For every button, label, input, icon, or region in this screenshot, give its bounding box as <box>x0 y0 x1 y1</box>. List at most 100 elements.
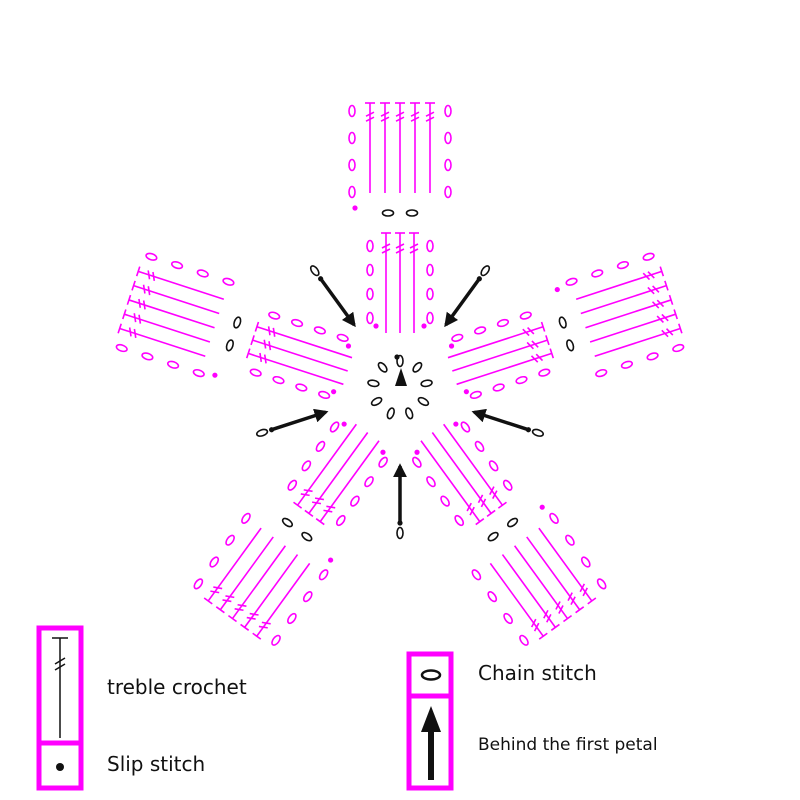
outer-petal-chain <box>595 368 608 378</box>
treble-stitch <box>420 440 481 523</box>
inner-petal-chain <box>440 495 450 507</box>
treble-hash <box>300 493 310 497</box>
treble-top-bar <box>203 597 213 605</box>
center-ring <box>367 354 433 420</box>
treble-top-bar <box>315 518 325 526</box>
treble-hash <box>142 284 146 294</box>
treble-stitch <box>526 536 581 611</box>
inner-petal-chain <box>426 239 434 253</box>
inner-petal-chain <box>287 479 298 491</box>
treble-hash <box>210 590 220 594</box>
outer-petal-slip-stitch <box>554 286 560 293</box>
outer-petal-slip-stitch <box>352 205 358 211</box>
treble-top-bar <box>545 335 550 346</box>
inner-petal-chain <box>318 390 331 400</box>
treble-hash <box>582 587 588 597</box>
behind-petal-arrow <box>471 408 529 432</box>
treble-hash <box>530 355 539 363</box>
inner-petal-chain <box>315 440 326 453</box>
treble-hash <box>530 618 537 628</box>
outer-petal-chain <box>302 591 313 603</box>
outer-petal-chain <box>549 512 559 524</box>
inner-petal-slip-stitch <box>331 389 337 395</box>
inner-petal-chain <box>474 326 487 335</box>
outer-petal-chain <box>348 185 356 199</box>
treble-top-bar <box>550 623 560 631</box>
outer-petal-slip-stitch <box>212 372 218 378</box>
treble-hash <box>380 111 390 117</box>
inner-petal-chain <box>492 383 505 392</box>
back-chain <box>225 339 234 352</box>
treble-top-bar <box>575 606 585 614</box>
treble-stitch <box>575 270 663 300</box>
inner-petal-slip-stitch <box>341 421 347 427</box>
back-chain <box>381 209 395 217</box>
treble-hash <box>651 301 660 309</box>
treble-stitch <box>431 432 492 514</box>
center-chain-stitch <box>417 396 430 407</box>
outer-petal-chain <box>209 556 220 568</box>
outer-petal-chain <box>591 269 604 278</box>
treble-top-bar <box>245 348 251 359</box>
treble-top-bar <box>538 632 548 640</box>
treble-hash <box>303 489 313 493</box>
inner-petal-slip-stitch <box>421 323 427 329</box>
inner-petal-slip-stitch <box>414 449 420 455</box>
treble-hash <box>133 328 137 339</box>
treble-hash <box>492 490 498 499</box>
inner-petal-chain <box>451 333 464 342</box>
treble-hash <box>381 248 391 254</box>
chain-stitch-oval-icon <box>420 669 442 681</box>
center-start-arrow <box>395 368 407 386</box>
inner-petal-chain <box>329 421 340 433</box>
inner-petal-chain <box>502 479 513 491</box>
treble-hash <box>380 116 390 122</box>
treble-stitch <box>248 352 344 386</box>
treble-hash <box>268 341 272 351</box>
outer-petal-chain <box>141 352 154 361</box>
outer-petal-chain <box>241 512 251 524</box>
treble-hash <box>567 592 573 601</box>
treble-hash <box>555 601 561 610</box>
inner-petal-chain <box>366 263 374 277</box>
inner-petal-chain <box>350 495 360 507</box>
treble-hash <box>147 270 151 280</box>
center-chain-stitch <box>377 361 388 373</box>
treble-hash <box>234 607 244 612</box>
treble-hash <box>665 328 674 336</box>
treble-hash <box>570 596 576 606</box>
treble-hash <box>258 625 268 629</box>
treble-hash <box>656 315 664 323</box>
treble-top-bar <box>131 280 136 291</box>
treble-hash <box>425 111 435 117</box>
inner-petal-chain <box>290 318 304 328</box>
outer-petal-chain <box>271 634 281 646</box>
legend <box>36 625 454 791</box>
back-chain <box>309 265 320 277</box>
back-chain <box>487 531 499 542</box>
back-chain <box>281 517 294 528</box>
treble-hash <box>527 327 535 335</box>
inner-petal-chain <box>426 263 434 277</box>
treble-hash <box>558 605 564 614</box>
treble-stitch <box>252 339 348 372</box>
treble-stitch <box>243 554 299 628</box>
inner-petal-chain <box>515 375 528 385</box>
treble-hash <box>661 329 669 338</box>
petal-2 <box>447 252 685 437</box>
treble-stitch <box>489 562 544 637</box>
treble-top-bar <box>215 606 225 614</box>
treble-stitch <box>513 545 569 620</box>
slip-stitch-label: Slip stitch <box>107 752 206 776</box>
treble-hash <box>246 616 256 620</box>
outer-petal-chain <box>444 104 452 118</box>
treble-hash <box>642 272 651 281</box>
treble-hash <box>533 622 540 632</box>
outer-petal-chain <box>170 260 184 270</box>
back-chain <box>558 316 567 329</box>
treble-top-bar <box>304 509 314 517</box>
outer-petal-chain <box>519 634 529 646</box>
treble-crochet-label: treble crochet <box>107 675 247 699</box>
treble-hash <box>647 286 655 295</box>
